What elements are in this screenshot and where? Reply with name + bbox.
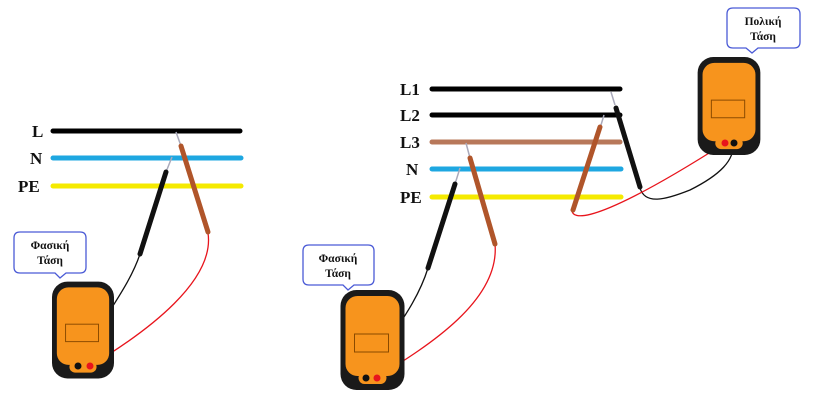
- v-jack: [86, 362, 94, 370]
- callout-phase-voltage-left: Φασική Τάση: [13, 231, 87, 279]
- black-probe-tip: [610, 91, 616, 106]
- multimeter-left: [52, 281, 114, 379]
- conductor-label-pe: PE: [18, 177, 40, 196]
- black-lead-wire-line: [639, 142, 734, 200]
- red-probe-tip: [465, 142, 471, 159]
- callout-line1: Φασική: [319, 253, 358, 265]
- red-probe: [467, 155, 498, 247]
- red-probe-tip: [600, 114, 605, 126]
- conductor-label-l2: L2: [400, 106, 420, 125]
- multimeter-phase: [340, 290, 405, 390]
- black-probe: [137, 169, 169, 257]
- com-jack: [74, 362, 82, 370]
- v-jack: [373, 374, 381, 382]
- conductor-label-l: L: [32, 122, 43, 141]
- callout-line2: Τάση: [750, 30, 776, 43]
- conductor-label-n: N: [406, 160, 419, 179]
- red-lead-wire-line: [571, 142, 726, 217]
- callout-line-voltage: Πολική Τάση: [726, 7, 801, 54]
- conductor-label-l3: L3: [400, 133, 420, 152]
- multimeter-line: [697, 57, 761, 155]
- black-probe: [425, 181, 458, 271]
- black-probe-tip: [454, 167, 461, 185]
- conductor-label-n: N: [30, 149, 43, 168]
- callout-line2: Τάση: [37, 254, 63, 267]
- v-jack: [721, 139, 729, 147]
- black-probe-tip: [165, 156, 173, 173]
- red-probe-line: [570, 124, 603, 213]
- right-diagram: L1 L2 L3 N PE Φασική Τάση: [302, 7, 801, 390]
- callout-line1: Φασική: [31, 240, 70, 252]
- left-diagram: L N PE Φασική Τάση: [13, 122, 244, 379]
- black-probe-line: [613, 105, 643, 190]
- callout-line1: Πολική: [745, 16, 782, 28]
- callout-phase-voltage-right: Φασική Τάση: [302, 244, 375, 291]
- conductor-label-l1: L1: [400, 80, 420, 99]
- red-probe: [178, 143, 211, 235]
- conductor-label-pe: PE: [400, 188, 422, 207]
- callout-line2: Τάση: [325, 267, 351, 280]
- com-jack: [730, 139, 738, 147]
- com-jack: [362, 374, 370, 382]
